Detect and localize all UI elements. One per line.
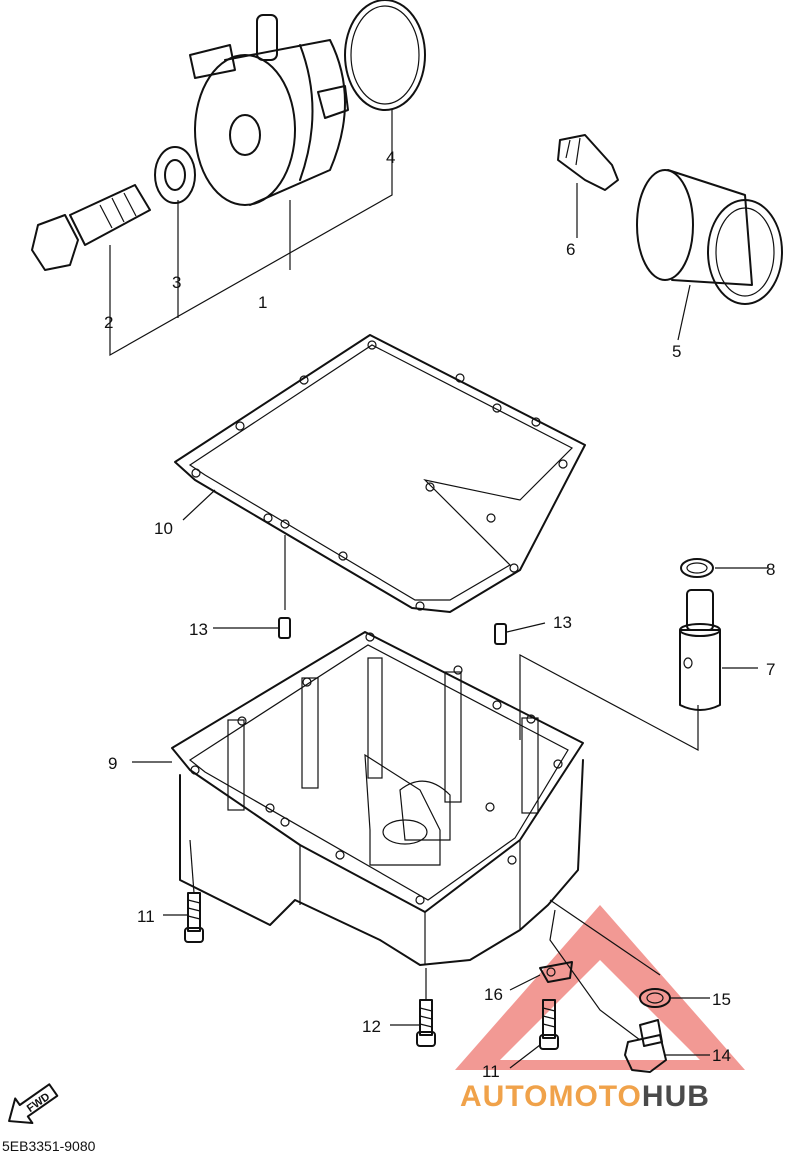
callout-10: 10 [154, 519, 173, 538]
union-bolt [31, 184, 151, 271]
oil-pan [171, 631, 584, 966]
o-ring-small [680, 558, 714, 578]
pan-bolt-right [539, 999, 559, 1050]
callout-9: 9 [108, 754, 117, 773]
dowel-pin-right [494, 623, 507, 645]
callout-8: 8 [766, 560, 775, 579]
oil-filter-cartridge [636, 169, 783, 305]
dowel-pin-left [278, 617, 291, 639]
hose-clamp-bracket [539, 961, 573, 983]
fwd-label: FWD [25, 1091, 52, 1115]
callout-14: 14 [712, 1046, 731, 1065]
callout-11a: 11 [137, 907, 155, 926]
o-ring-large [344, 0, 426, 111]
watermark-text: AUTOMOTOHUB [460, 1080, 710, 1113]
callout-11b: 11 [482, 1062, 500, 1081]
leader-lines [109, 110, 768, 1069]
callout-12: 12 [362, 1017, 381, 1036]
callout-13b: 13 [553, 613, 572, 632]
watermark-text-part2: HUB [642, 1080, 710, 1113]
callout-15: 15 [712, 990, 731, 1009]
callout-6: 6 [566, 240, 575, 259]
pan-bolt-center [416, 999, 436, 1047]
pan-bolt-left [184, 892, 204, 943]
callout-2: 2 [104, 313, 113, 332]
callout-13a: 13 [189, 620, 208, 639]
callout-4: 4 [386, 148, 395, 167]
watermark-text-part1: AUTOMOTO [460, 1080, 642, 1113]
oil-strainer-pipe [679, 589, 721, 711]
callout-16: 16 [484, 985, 503, 1004]
oil-filter-stud [557, 134, 619, 191]
callout-labels: 1 2 3 4 5 6 7 8 9 10 11 11 12 13 13 14 1… [104, 148, 775, 1081]
washer [154, 146, 196, 204]
callout-3: 3 [172, 273, 181, 292]
callout-5: 5 [672, 342, 681, 361]
oil-pan-gasket [174, 334, 586, 613]
drain-plug [624, 1019, 667, 1073]
automotohub-watermark [455, 905, 745, 1070]
callout-7: 7 [766, 660, 775, 679]
fwd-arrow-icon: FWD [8, 1083, 59, 1125]
watermark-triangle-icon [455, 905, 745, 1070]
oil-cooler [189, 14, 349, 206]
callout-1: 1 [258, 293, 267, 312]
diagram-code: 5EB3351-9080 [2, 1138, 96, 1154]
